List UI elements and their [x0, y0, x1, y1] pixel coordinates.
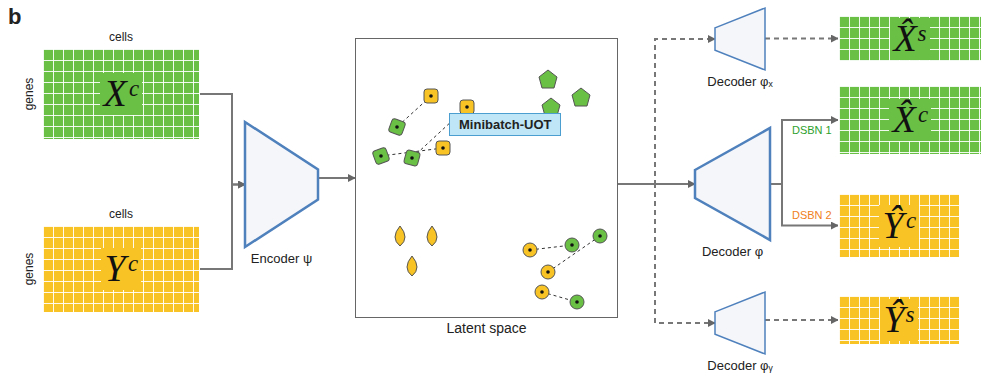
encoder-trapezoid: Encoder ψ [245, 122, 318, 247]
matrix-symbol: Yᶜ [101, 248, 140, 290]
trapezoid-outline [715, 292, 765, 354]
dashed-arrow [765, 38, 838, 40]
cell-drops [395, 226, 437, 276]
trapezoid-shape [695, 128, 770, 240]
decoder-trapezoid: Decoder φᵧ [715, 292, 765, 354]
module-label: Decoder φ [702, 244, 763, 259]
box-label: Latent space [446, 320, 526, 336]
edge-label: DSBN 1 [790, 124, 834, 136]
trapezoid-outline [695, 128, 770, 240]
axis-label: cells [109, 207, 133, 221]
matrix-symbol: Ŷˢ [880, 299, 917, 341]
matrix-symbol: X̂ᶜ [889, 99, 930, 141]
input-matrix: Xᶜcellsgenes [42, 48, 200, 140]
method-label: Minibatch-UOT [459, 117, 551, 132]
cell-dots [379, 94, 602, 304]
dashed-arrow [618, 39, 715, 184]
axis-label: genes [22, 78, 36, 111]
flow-arrow [318, 177, 355, 179]
matrix-grid: Ŷˢ [838, 295, 960, 345]
matrix-grid: X̂ˢ [838, 15, 982, 62]
axis-label: cells [109, 30, 133, 44]
pair-links [381, 96, 600, 302]
dashed-arrow [765, 319, 838, 321]
trapezoid-shape [715, 292, 765, 354]
cell-pentagons [539, 70, 590, 116]
module-label: Decoder φᵧ [707, 358, 772, 373]
dashed-arrow [618, 184, 715, 323]
trapezoid-outline [715, 8, 765, 70]
decoder-trapezoid: Decoder φₓ [715, 8, 765, 70]
matrix-symbol: X̂ˢ [890, 18, 929, 60]
flow-arrow [200, 94, 245, 185]
output-matrix: X̂ᶜ [838, 85, 982, 155]
flow-arrow [200, 185, 245, 270]
cell-circles [523, 229, 607, 309]
output-matrix: Ŷˢ [838, 295, 960, 345]
decoder-trapezoid: Decoder φ [695, 128, 770, 240]
module-label: Encoder ψ [251, 251, 312, 266]
matrix-grid: Yᶜ [42, 225, 200, 313]
trapezoid-outline [245, 122, 318, 247]
method-box: Minibatch-UOT [449, 113, 561, 136]
matrix-grid: Xᶜ [42, 48, 200, 140]
flow-arrow [770, 120, 838, 184]
matrix-grid: X̂ᶜ [838, 85, 982, 155]
input-matrix: Yᶜcellsgenes [42, 225, 200, 313]
panel-letter: b [8, 4, 21, 30]
edge-label: DSBN 2 [790, 209, 834, 221]
flow-arrow [770, 184, 838, 226]
axis-label: genes [22, 253, 36, 286]
output-matrix: X̂ˢ [838, 15, 982, 62]
matrix-symbol: Xᶜ [100, 73, 141, 115]
trapezoid-shape [715, 8, 765, 70]
matrix-grid: Ŷᶜ [838, 193, 960, 258]
module-label: Decoder φₓ [707, 74, 772, 89]
latent-space-box: Latent spaceMinibatch-UOT [355, 38, 618, 318]
matrix-symbol: Ŷᶜ [879, 205, 918, 247]
output-matrix: Ŷᶜ [838, 193, 960, 258]
trapezoid-shape [245, 122, 318, 247]
